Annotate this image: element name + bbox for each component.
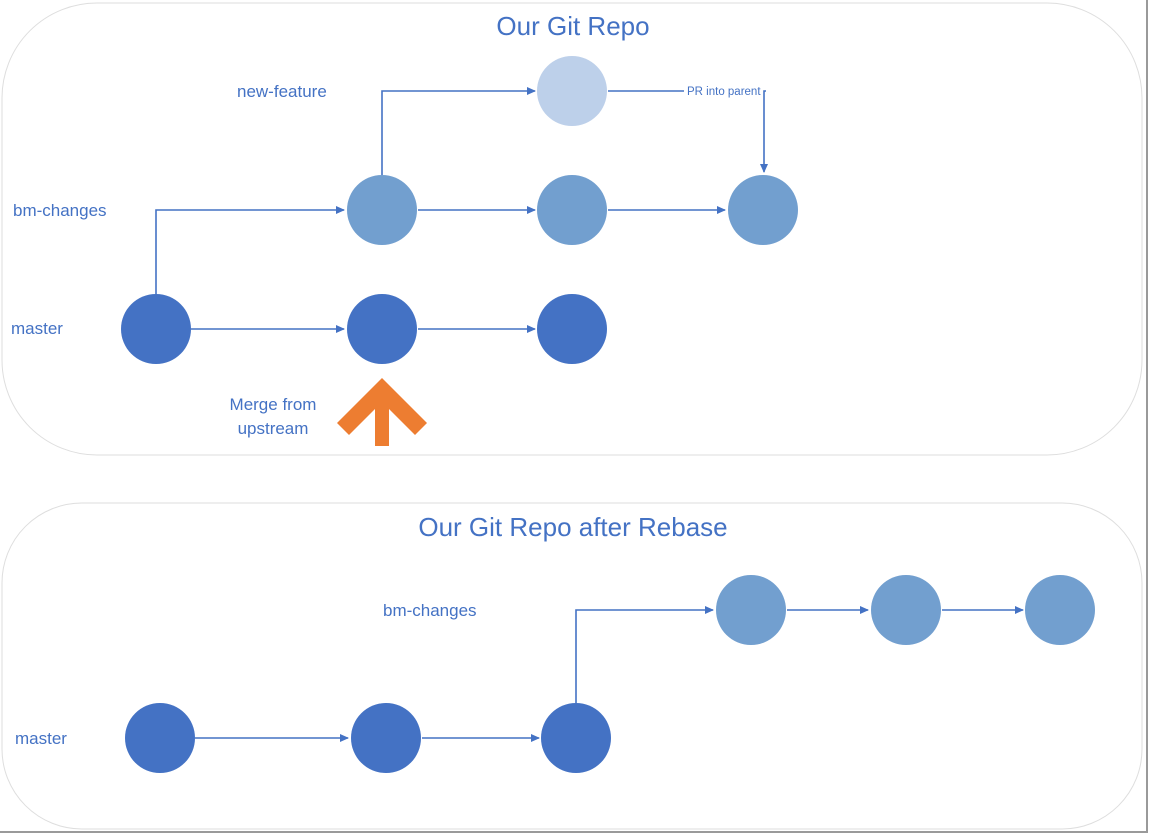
master-commit-3 (537, 294, 607, 364)
rebased-bm-changes-commit-1 (716, 575, 786, 645)
edge-master-to-bm-changes (155, 206, 345, 294)
rebased-master-commit-3 (541, 703, 611, 773)
label-master-rebased: master (15, 729, 67, 748)
label-pr-into-parent: PR into parent (687, 86, 761, 98)
bottom-panel-title: Our Git Repo after Rebase (418, 512, 727, 542)
top-panel: Our Git Repo new-feature bm-changes mast… (1, 2, 1143, 456)
bottom-edges (195, 606, 1024, 742)
bm-changes-commit-3 (728, 175, 798, 245)
edge-rebased-master-to-bm-changes (575, 606, 714, 703)
rebased-master-commit-2 (351, 703, 421, 773)
master-commit-2 (347, 294, 417, 364)
new-feature-commit-1 (537, 56, 607, 126)
label-bm-changes: bm-changes (13, 201, 107, 220)
label-master: master (11, 319, 63, 338)
label-merge-from-upstream-line2: upstream (238, 419, 309, 438)
edge-bm-changes-to-new-feature (381, 87, 536, 175)
top-edges (155, 87, 768, 333)
label-new-feature: new-feature (237, 82, 327, 101)
top-panel-title: Our Git Repo (496, 11, 649, 41)
edge-pr-into-parent-down (760, 90, 768, 173)
rebased-bm-changes-commit-2 (871, 575, 941, 645)
bottom-commits (125, 575, 1095, 773)
up-arrow-icon (337, 378, 427, 446)
bm-changes-commit-2 (537, 175, 607, 245)
top-commits (121, 56, 798, 364)
bottom-panel-frame (1, 502, 1143, 830)
rebased-bm-changes-commit-3 (1025, 575, 1095, 645)
bm-changes-commit-1 (347, 175, 417, 245)
master-commit-1 (121, 294, 191, 364)
bottom-panel: Our Git Repo after Rebase bm-changes mas… (1, 502, 1143, 830)
rebased-master-commit-1 (125, 703, 195, 773)
label-merge-from-upstream-line1: Merge from (230, 395, 317, 414)
label-bm-changes-rebased: bm-changes (383, 601, 477, 620)
